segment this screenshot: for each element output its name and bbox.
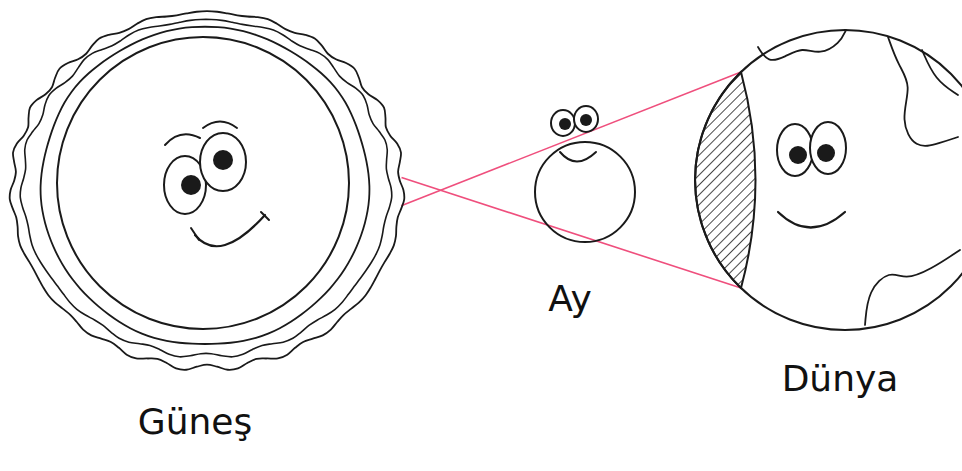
body-name: Dünya (778, 357, 903, 400)
eye (574, 106, 598, 132)
sun-outer-ring (10, 11, 405, 370)
sun-body (57, 37, 349, 329)
continent (922, 50, 958, 95)
pupil (817, 144, 835, 162)
body-figure: Güneş (5, 10, 415, 455)
continent (865, 250, 960, 325)
sun-middle-ring (41, 27, 370, 344)
pupil (580, 114, 592, 126)
pupil (789, 146, 807, 164)
light-ray (402, 178, 741, 288)
light-ray (401, 72, 741, 206)
eye (551, 110, 575, 136)
smile (560, 152, 596, 162)
figure-outline (5, 10, 415, 455)
eyebrow (165, 134, 200, 145)
body-figure: Ay (520, 95, 650, 335)
pupil (213, 150, 233, 170)
eyebrow (203, 122, 237, 129)
continent (758, 30, 846, 60)
eye (777, 124, 813, 176)
smile (778, 212, 845, 228)
eye (200, 133, 246, 191)
body-name: Ay (544, 277, 596, 320)
sun-outer-ring (20, 19, 392, 357)
continent (888, 37, 958, 146)
pupil (181, 175, 201, 195)
eye (810, 122, 846, 174)
shadow (695, 72, 755, 288)
body-figure: Dünya (690, 25, 962, 445)
body-name: Güneş (134, 400, 256, 443)
moon-body (535, 142, 635, 242)
earth-body (695, 30, 962, 330)
cheek (191, 228, 199, 240)
smile (195, 215, 265, 246)
pupil (559, 118, 571, 130)
cheek (261, 212, 269, 220)
